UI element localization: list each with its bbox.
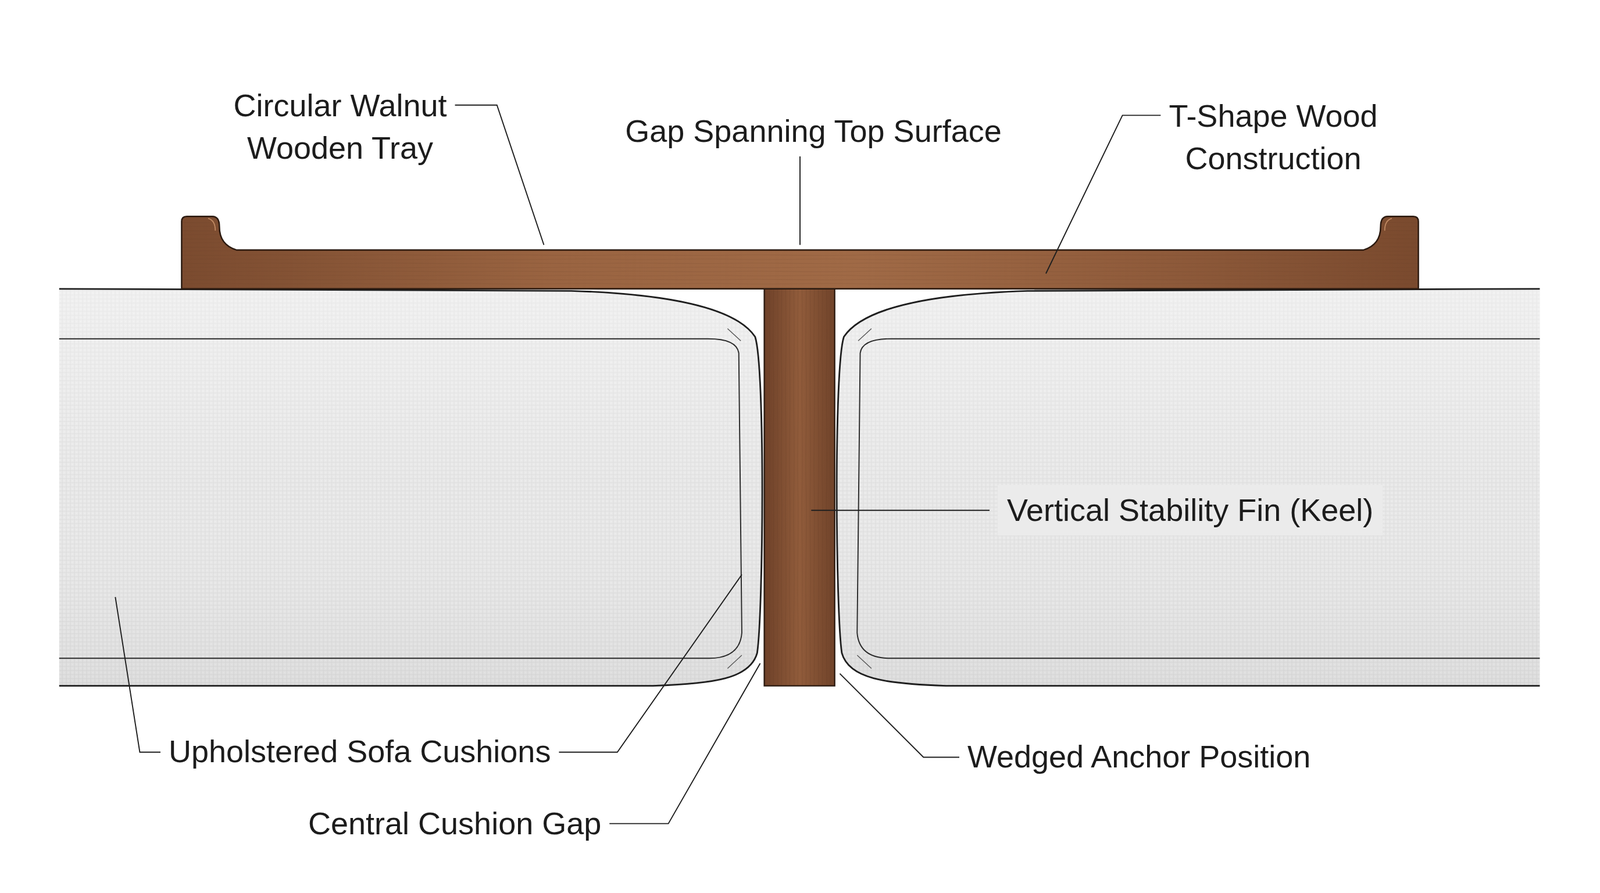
cushion-fill [836, 288, 1540, 687]
part-label: T-Shape Wood Construction [1133, 94, 1413, 180]
keel-fin [764, 286, 835, 686]
cushion-corner-mark [856, 328, 872, 669]
part-label: Upholstered Sofa Cushions [168, 730, 551, 773]
leader-line [558, 574, 742, 752]
leader-line [1045, 115, 1161, 274]
keel-wood [764, 286, 835, 686]
leader-line [455, 105, 545, 245]
part-label: Circular Walnut Wooden Tray [200, 84, 480, 170]
cushion-seam [856, 338, 1540, 659]
cushion-outline [836, 288, 1540, 687]
part-label: Wedged Anchor Position [967, 735, 1311, 778]
left-cushion [59, 288, 763, 687]
part-label: Central Cushion Gap [308, 802, 602, 845]
callout-text: Vertical Stability Fin (Keel) [1006, 488, 1374, 532]
callout-box: Vertical Stability Fin (Keel) [997, 484, 1383, 536]
leader-line [609, 663, 760, 824]
cushion-corner-mark [727, 328, 742, 669]
cushion-shade [836, 288, 1540, 687]
leader-line [811, 509, 990, 512]
leader-line [799, 156, 801, 245]
cushion-shade [59, 288, 763, 687]
keel-outline [764, 286, 835, 686]
part-label: Gap Spanning Top Surface [625, 109, 1002, 153]
cushion-fill [59, 288, 763, 687]
keel-grain [764, 286, 835, 686]
leader-line [839, 673, 960, 758]
cushion-outline [59, 288, 763, 687]
cushion-seam [59, 338, 742, 659]
leader-line [115, 597, 161, 753]
right-cushion [836, 288, 1540, 687]
